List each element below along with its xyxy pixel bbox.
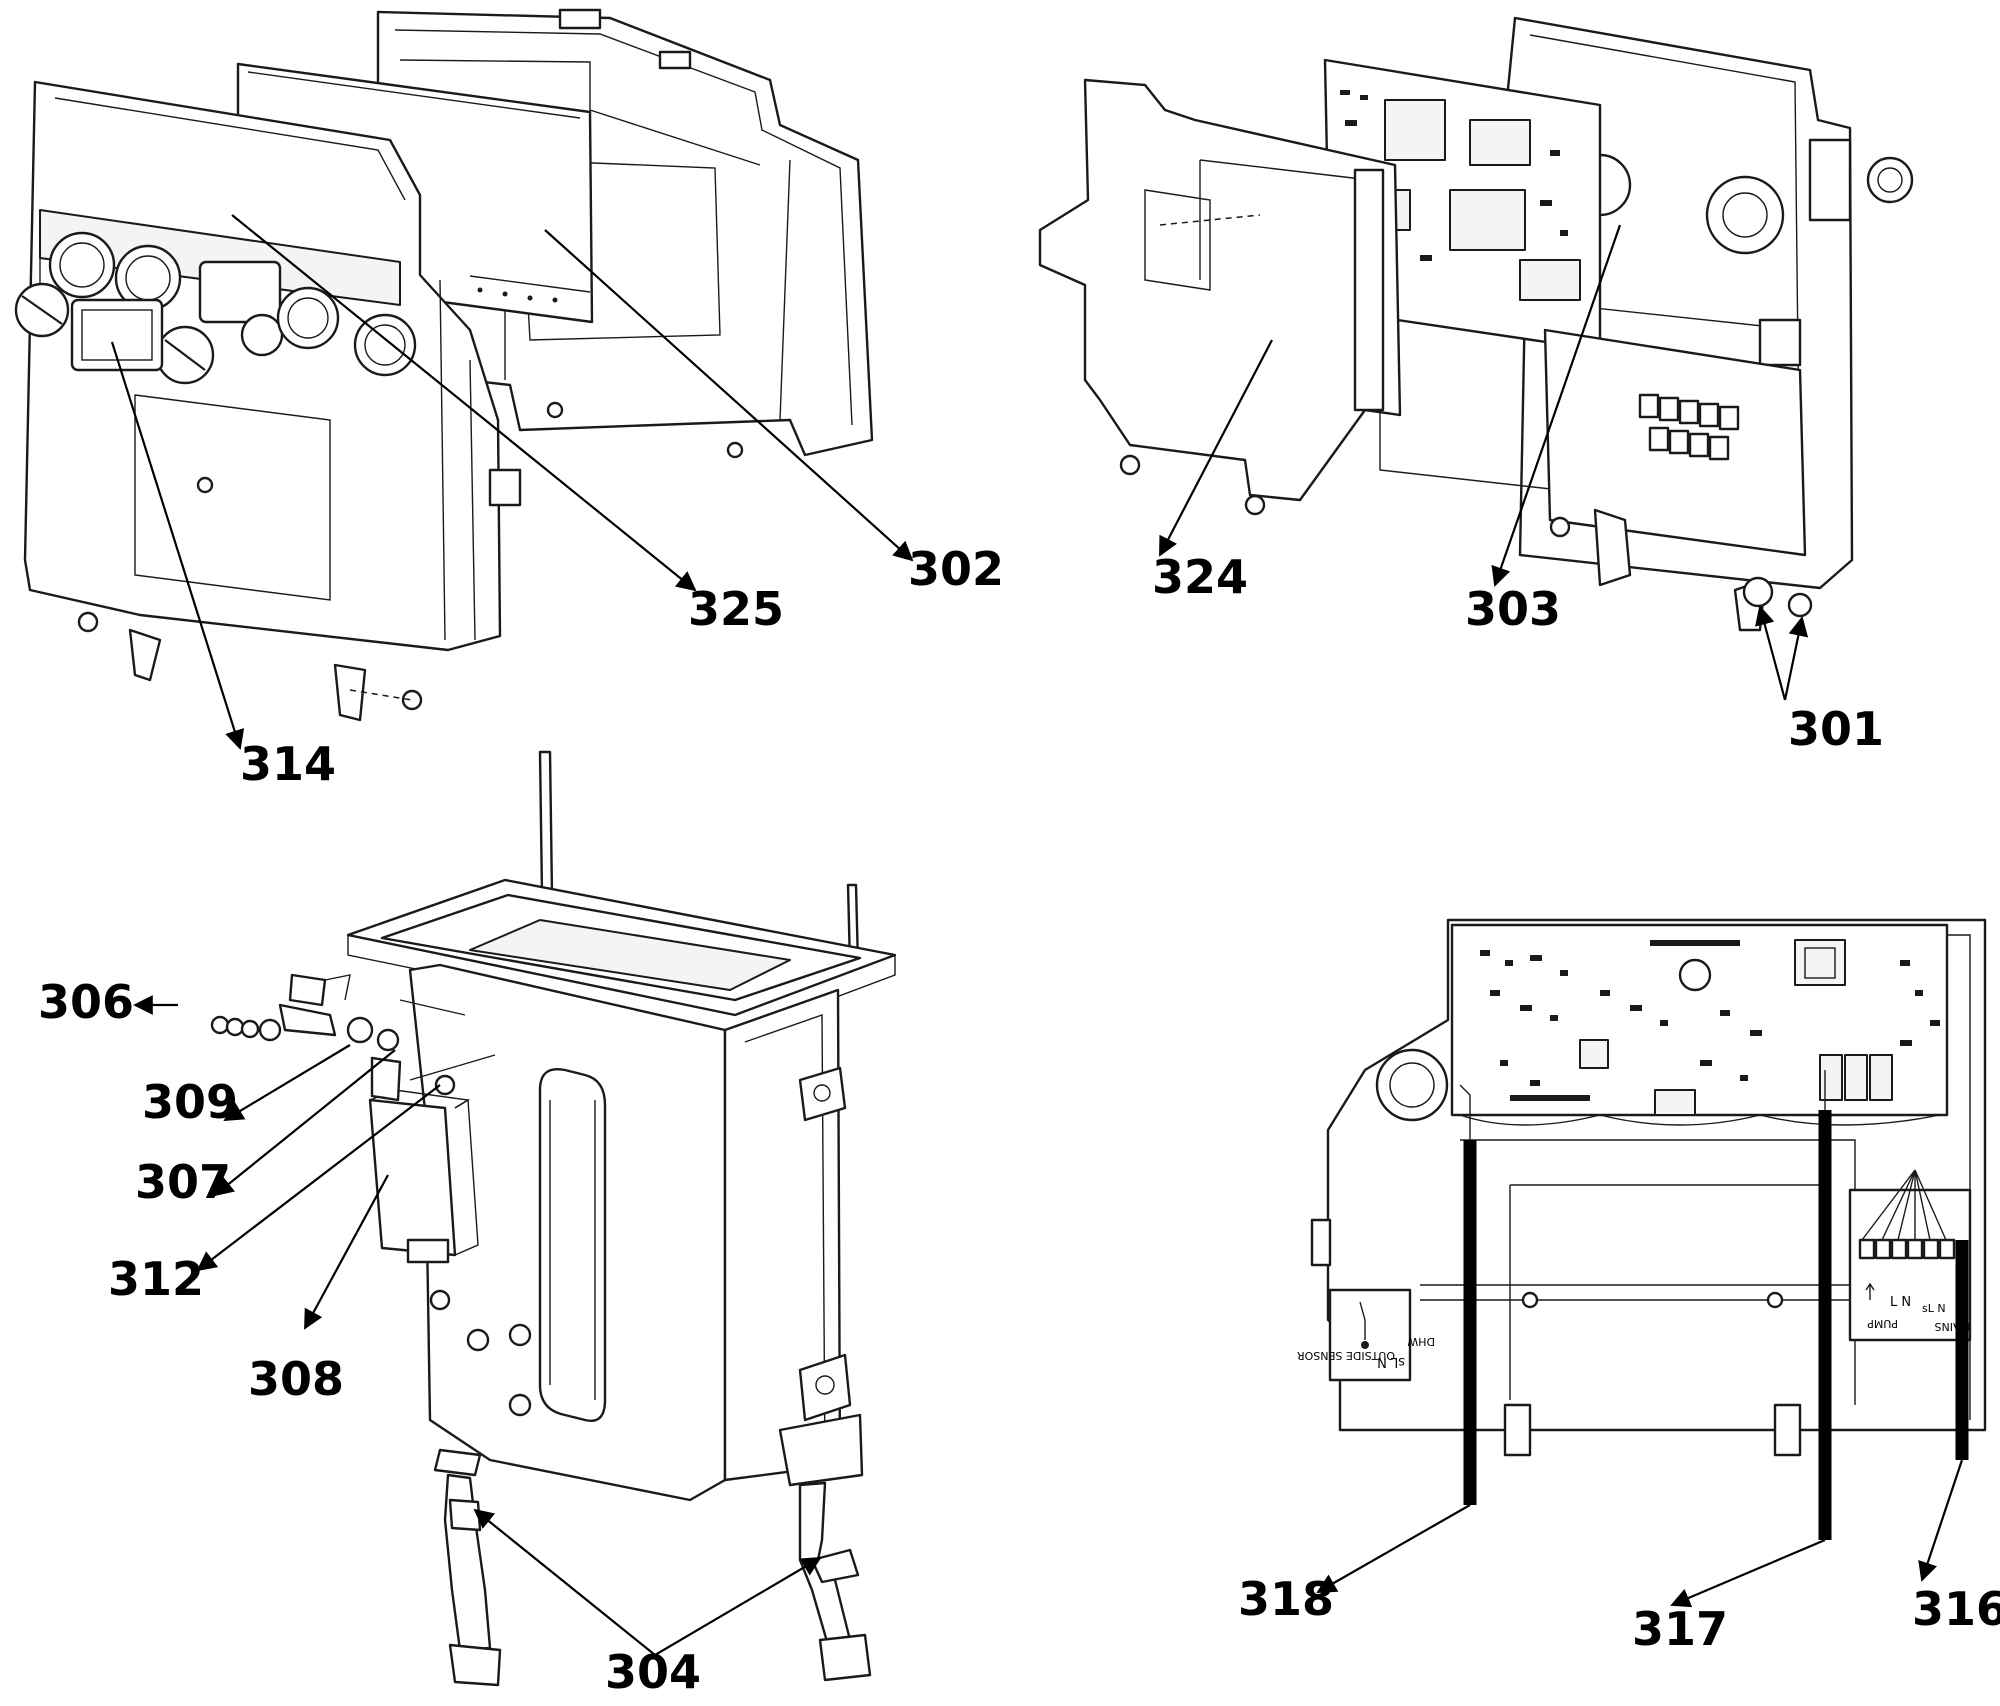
callout-308: 308 (248, 1352, 344, 1406)
callout-316: 316 (1912, 1582, 2000, 1636)
control-panel-assembly (14, 8, 914, 750)
callout-317: 317 (1632, 1602, 1728, 1656)
terminal-board (1543, 328, 1813, 632)
left-terminal-block: OUTSIDE SENSOR DHW sL N (1297, 1288, 1435, 1382)
front-cover (1038, 78, 1402, 516)
callout-304: 304 (605, 1645, 701, 1699)
control-box-assembly (1038, 16, 1914, 701)
leader-308 (304, 1174, 389, 1330)
callout-314: 314 (240, 737, 336, 791)
leader-324 (1159, 339, 1273, 557)
wiring-assembly: OUTSIDE SENSOR DHW sL N PUMP L N MAINS s… (1297, 918, 1987, 1608)
callout-309: 309 (142, 1075, 238, 1129)
leader-317 (1670, 1538, 1826, 1608)
callout-318: 318 (1238, 1572, 1334, 1626)
callout-303: 303 (1465, 582, 1561, 636)
leader-301a (1755, 605, 1787, 701)
leader-316 (1918, 1459, 1964, 1582)
callout-312: 312 (108, 1252, 204, 1306)
callout-307: 307 (135, 1155, 231, 1209)
sl-n-label: sL N (1377, 1354, 1405, 1369)
leader-309 (223, 1044, 351, 1122)
callout-301: 301 (1788, 702, 1884, 756)
dhw-label: DHW (1407, 1335, 1435, 1348)
mains-terminals-label: sL N (1922, 1302, 1946, 1315)
outside-sensor-label: OUTSIDE SENSOR (1297, 1349, 1395, 1362)
leader-304b (654, 1556, 822, 1656)
callout-324: 324 (1152, 550, 1248, 604)
callout-302: 302 (908, 542, 1004, 596)
right-terminal-block: PUMP L N MAINS sL N (1848, 1169, 1972, 1342)
leader-318 (1316, 1504, 1471, 1593)
leader-314 (110, 341, 245, 750)
pump-terminals-label: L N (1890, 1295, 1911, 1310)
callout-labels: 302 325 314 324 303 301 306 309 307 312 … (38, 542, 2000, 1699)
leader-307 (213, 1049, 396, 1197)
callout-325: 325 (688, 582, 784, 636)
callout-306: 306 (38, 975, 134, 1029)
front-fascia (14, 80, 522, 722)
combustion-chamber-assembly (133, 750, 897, 1687)
leader-302 (544, 229, 914, 562)
leader-303 (1491, 224, 1622, 587)
leader-301b (1783, 616, 1809, 701)
leader-325 (231, 214, 697, 592)
pump-label: PUMP (1867, 1317, 1898, 1330)
leader-304a (473, 1508, 656, 1656)
leader-312 (196, 1084, 441, 1272)
wiring-pcb (1450, 923, 1949, 1126)
